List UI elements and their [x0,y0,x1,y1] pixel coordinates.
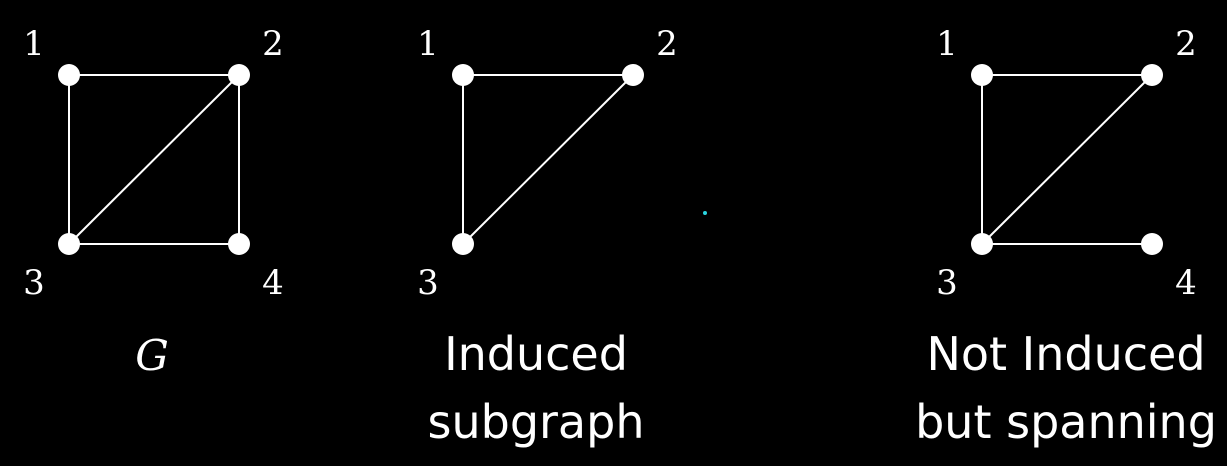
vertex-label-2: 2 [656,24,678,64]
caption-line-1: Not Induced [926,327,1205,381]
vertex-2 [228,64,250,86]
vertex-label-4: 4 [1175,263,1197,303]
vertex-label-4: 4 [262,263,284,303]
caption-line-2: but spanning [915,395,1217,449]
vertex-4 [228,233,250,255]
caption-line-2: subgraph [428,395,645,449]
vertex-label-3: 3 [936,263,958,303]
vertex-1 [58,64,80,86]
vertex-3 [58,233,80,255]
vertex-label-3: 3 [417,263,439,303]
caption-line-1: Induced [444,327,628,381]
vertex-1 [971,64,993,86]
vertex-2 [622,64,644,86]
edge-2-3 [981,74,1153,245]
vertex-label-1: 1 [23,24,45,64]
vertex-label-2: 2 [262,24,284,64]
vertex-label-1: 1 [936,24,958,64]
caption-line-1: G [135,331,169,380]
edge-2-3 [462,74,634,245]
vertex-3 [971,233,993,255]
edge-2-3 [68,74,240,245]
vertex-4 [1141,233,1163,255]
vertex-1 [452,64,474,86]
graph-G: 1 2 3 4G [23,24,284,380]
vertex-2 [1141,64,1163,86]
vertex-label-1: 1 [417,24,439,64]
vertex-label-2: 2 [1175,24,1197,64]
vertex-label-3: 3 [23,263,45,303]
cursor-dot [703,211,707,215]
vertex-3 [452,233,474,255]
